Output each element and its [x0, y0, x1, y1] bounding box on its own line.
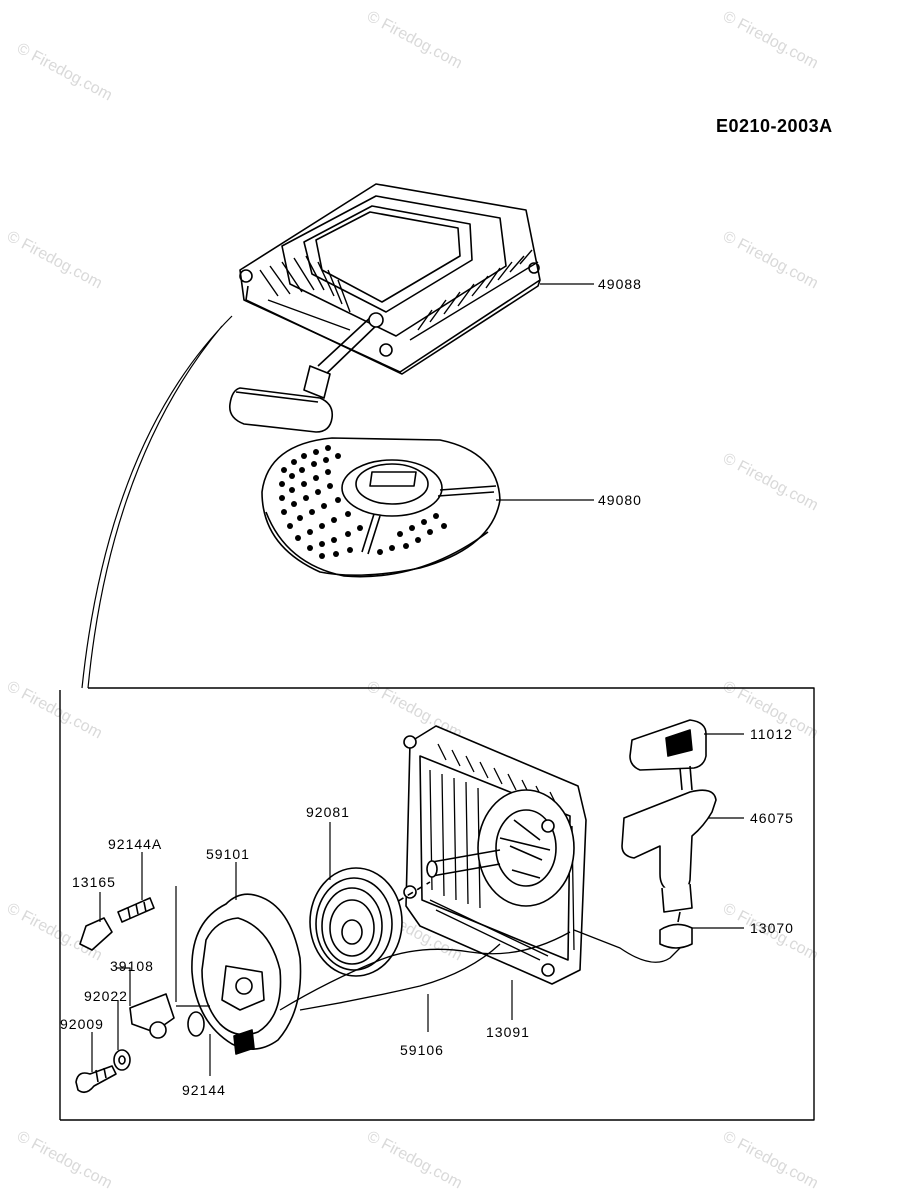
part-label-92144A: 92144A	[108, 836, 163, 852]
diagram-code: E0210-2003A	[716, 116, 833, 136]
part-label-13070: 13070	[750, 920, 794, 936]
assembly-connector-line	[81, 315, 233, 689]
starter-housing-drawing	[369, 725, 587, 985]
guard-plate-drawing	[261, 437, 501, 578]
small-parts-drawing	[75, 897, 205, 1094]
part-label-92022: 92022	[84, 988, 128, 1004]
part-label-92144: 92144	[182, 1082, 226, 1098]
leader-lines	[91, 283, 744, 1076]
assembly-box	[59, 687, 815, 1121]
part-label-11012: 11012	[750, 726, 793, 742]
part-label-46075: 46075	[750, 810, 794, 826]
part-label-59106: 59106	[400, 1042, 444, 1058]
part-label-59101: 59101	[206, 846, 250, 862]
part-label-49080: 49080	[598, 492, 642, 508]
reel-drawing	[191, 893, 571, 1055]
starter-handle-drawing	[573, 719, 717, 963]
part-label-92009: 92009	[60, 1016, 104, 1032]
part-label-49088: 49088	[598, 276, 642, 292]
part-label-39108: 39108	[110, 958, 154, 974]
part-label-13091: 13091	[486, 1024, 530, 1040]
starter-cover-drawing	[228, 183, 541, 433]
spiral-spring-drawing	[309, 867, 403, 977]
part-label-92081: 92081	[306, 804, 350, 820]
part-label-13165: 13165	[72, 874, 116, 890]
